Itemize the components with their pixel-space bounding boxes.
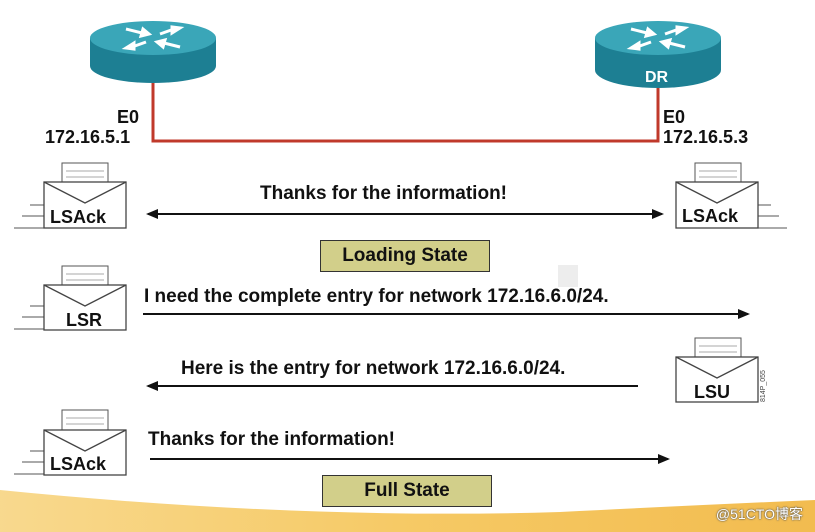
full-state-box: Full State [322,475,492,507]
lsack-envelope-right: LSAck [675,162,787,229]
bottom-band [0,490,815,532]
lsack-envelope-left-1: LSAck [14,162,127,229]
lsack-label-right: LSAck [682,206,739,226]
message-need-entry: I need the complete entry for network 17… [144,286,609,307]
message-thanks-1: Thanks for the information! [260,183,507,204]
network-link [151,80,660,143]
figure-tag: 814P_055 [760,370,767,402]
loading-state-box: Loading State [320,240,490,272]
lsu-envelope-right: LSU [675,337,759,403]
image-artifact [558,265,578,287]
lsr-label: LSR [66,310,102,330]
left-interface-name: E0 [117,107,140,127]
router-right-label: DR [645,69,669,86]
lsr-envelope-left: LSR [14,265,127,331]
message-thanks-2: Thanks for the information! [148,429,395,450]
router-right-icon: DR [595,21,721,88]
lsack-label-left-1: LSAck [50,207,107,227]
left-interface-ip: 172.16.5.1 [45,127,131,147]
router-left-icon [90,21,216,83]
lsack-envelope-left-2: LSAck [14,409,127,476]
watermark: @51CTO博客 [715,506,803,522]
lsu-label: LSU [694,382,730,402]
lsack-label-left-2: LSAck [50,454,107,474]
right-interface-ip: 172.16.5.3 [663,127,749,147]
message-here-entry: Here is the entry for network 172.16.6.0… [181,358,566,379]
right-interface-name: E0 [663,107,686,127]
